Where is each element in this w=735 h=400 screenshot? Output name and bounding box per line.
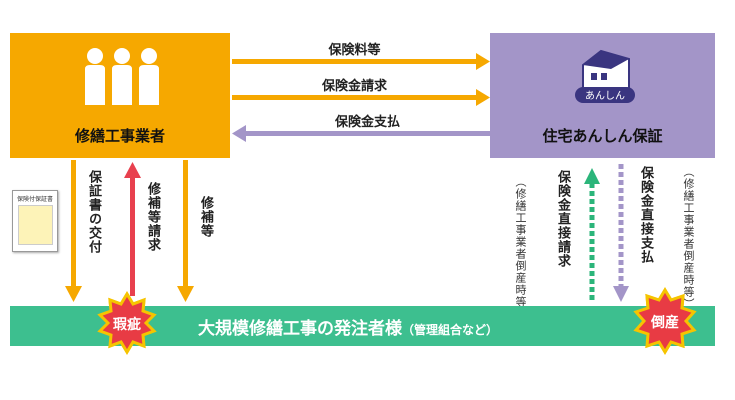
direct-claim-label: 保険金直接請求 [555, 170, 570, 268]
direct-claim-arrow [584, 168, 600, 300]
certificate-arrow [65, 160, 82, 302]
repair-request-label: 修補等請求 [145, 182, 160, 252]
repair-request-arrow [124, 162, 141, 296]
certificate-document-icon: 保険付保証書 [12, 190, 58, 252]
client-main-label: 大規模修繕工事の発注者様 [198, 319, 402, 339]
claim-arrow [232, 89, 490, 106]
repair-arrow [177, 160, 194, 302]
premium-arrow [232, 53, 490, 70]
repair-label: 修補等 [198, 196, 213, 238]
defect-label: 瑕疵 [113, 317, 141, 333]
payment-arrow [232, 125, 490, 142]
certificate-label: 保証書の交付 [86, 170, 101, 254]
payment-label: 保険金支払 [334, 115, 400, 130]
claim-label: 保険金請求 [321, 79, 387, 94]
document-title: 保険付保証書 [17, 196, 54, 203]
bankruptcy-label: 倒産 [651, 315, 679, 331]
direct-claim-note: （修繕工事業者倒産時等） [514, 176, 527, 320]
house-logo-icon: あんしん [575, 49, 635, 103]
direct-payment-label: 保険金直接支払 [638, 166, 653, 264]
contractor-box: 修繕工事業者 [10, 33, 230, 158]
client-sub-label: （管理組合など） [402, 323, 499, 337]
logo-text: あんしん [585, 90, 625, 102]
contractor-label: 修繕工事業者 [74, 127, 165, 145]
premium-label: 保険料等 [328, 43, 381, 58]
insurer-box: あんしん 住宅あんしん保証 [490, 33, 715, 158]
direct-payment-arrow [613, 164, 629, 302]
direct-payment-note: （修繕工事業者倒産時等） [682, 166, 695, 310]
people-icon [85, 48, 159, 105]
insurer-label: 住宅あんしん保証 [542, 127, 663, 145]
client-label: 大規模修繕工事の発注者様（管理組合など） [198, 314, 498, 339]
